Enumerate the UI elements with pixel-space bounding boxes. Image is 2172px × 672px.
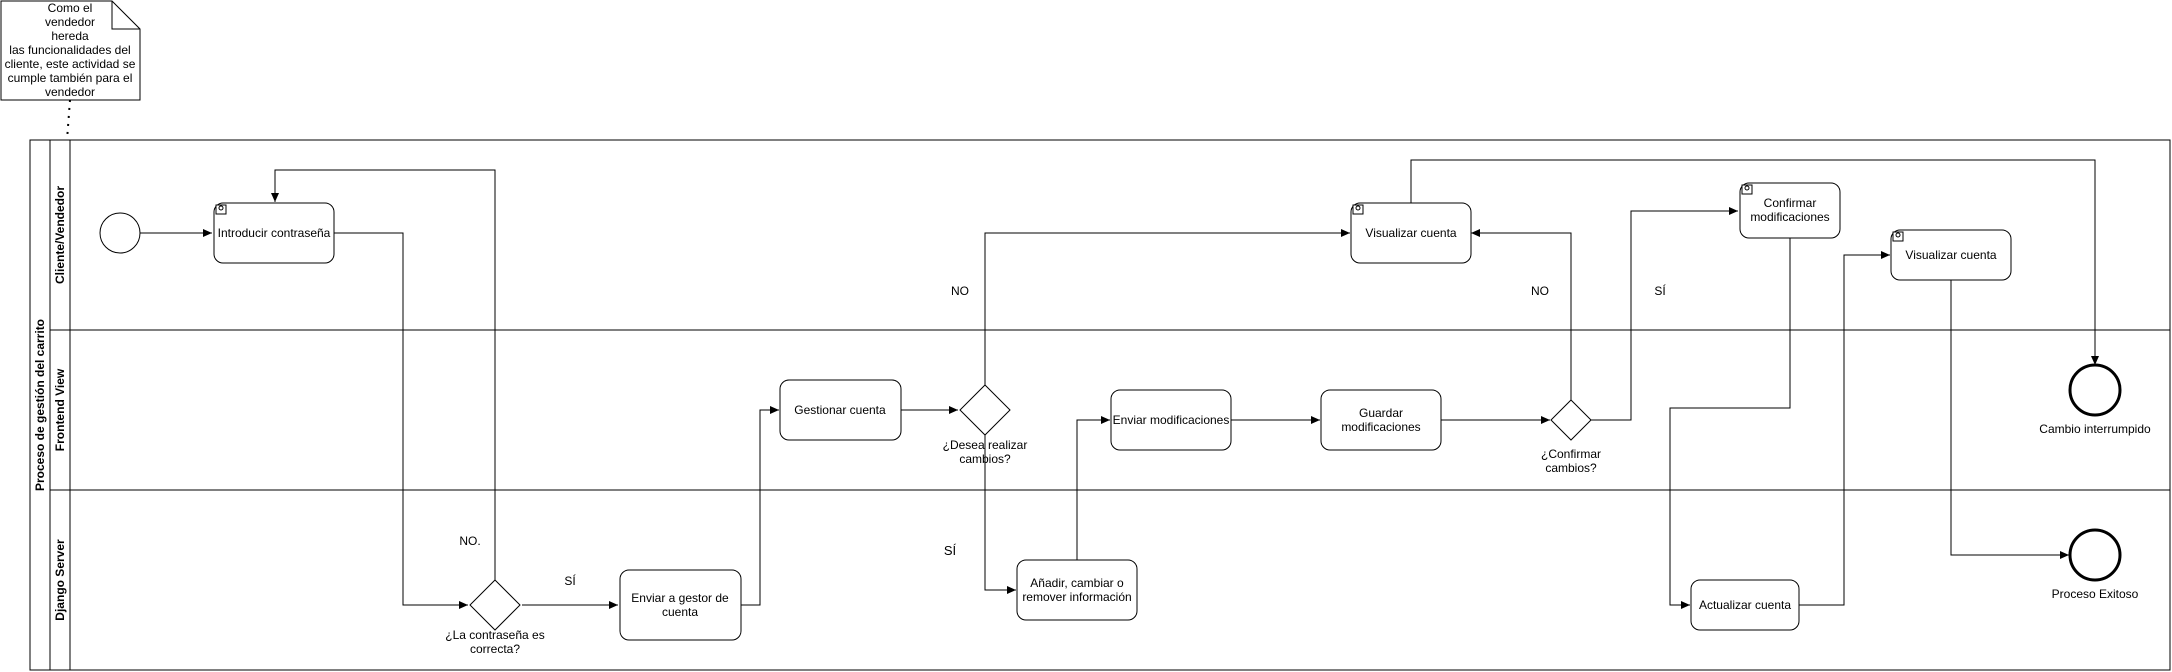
- flow-introducir-gateway: [334, 232, 468, 609]
- end-event-interrumpido: Cambio interrumpido: [2039, 363, 2151, 436]
- text-line: ¿Desea realizar: [943, 438, 1028, 452]
- flow-confirmar-actualizar: [1669, 238, 1791, 609]
- flow-actualizar-visualizar: [1799, 251, 1890, 606]
- text-line: correcta?: [470, 642, 520, 656]
- edge-label-no-contrasena: NO.: [459, 534, 480, 548]
- task-introducir-contrasena: Introducir contraseña: [213, 202, 335, 264]
- sequence-flows: [140, 159, 2099, 609]
- text-line: Introducir contraseña: [218, 226, 331, 240]
- end-event-exitoso: Proceso Exitoso: [2052, 528, 2139, 601]
- flow-desea-si: [984, 435, 1016, 594]
- flow-visualizar-exitoso: [1950, 280, 2069, 559]
- text-line: cambios?: [1545, 461, 1597, 475]
- task-label: Actualizar cuenta: [1699, 598, 1791, 612]
- text-line: vendedor: [45, 15, 95, 29]
- flow-desea-no: [984, 229, 1350, 385]
- edge-label-si-confirmar: SÍ: [1654, 283, 1666, 298]
- text-line: cambios?: [959, 452, 1011, 466]
- edge-label-si-contrasena: SÍ: [564, 573, 576, 588]
- text-line: Como el: [48, 1, 93, 15]
- lane-cliente-vendedor: Cliente/Vendedor: [53, 186, 67, 284]
- user-icon: [215, 204, 227, 215]
- text-line: Gestionar cuenta: [794, 403, 886, 417]
- text-line: modificaciones: [1750, 210, 1829, 224]
- end-event-label: Proceso Exitoso: [2052, 587, 2139, 601]
- flow-confirmar-si: [1591, 207, 1738, 421]
- task-enviar-modificaciones: Enviar modificaciones: [1110, 389, 1232, 451]
- text-line: hereda: [51, 29, 89, 43]
- task-label: Gestionar cuenta: [794, 403, 886, 417]
- flow-visualizar-interrumpido: [1410, 159, 2099, 365]
- flow-gateway-no: [271, 169, 496, 580]
- task-gestionar-cuenta: Gestionar cuenta: [779, 379, 902, 441]
- text-line: Añadir, cambiar o: [1030, 576, 1124, 590]
- text-line: Enviar modificaciones: [1113, 413, 1230, 427]
- text-line: Visualizar cuenta: [1905, 248, 1996, 262]
- end-event-label: Cambio interrumpido: [2039, 422, 2151, 436]
- task-visualizar-cuenta-1: Visualizar cuenta: [1350, 202, 1472, 264]
- flow-confirmar-no: [1471, 229, 1572, 400]
- text-line: cumple también para el: [8, 71, 133, 85]
- task-label: Introducir contraseña: [218, 226, 331, 240]
- task-label: Visualizar cuenta: [1905, 248, 1996, 262]
- task-visualizar-cuenta-2: Visualizar cuenta: [1890, 229, 2012, 281]
- edge-label-no-desea: NO: [951, 284, 969, 298]
- text-line: ¿Confirmar: [1541, 447, 1601, 461]
- task-label: Enviar modificaciones: [1113, 413, 1230, 427]
- start-event: [99, 212, 141, 254]
- flow-anadir-enviar: [1076, 416, 1110, 560]
- text-line: Guardar: [1359, 406, 1403, 420]
- text-line: las funcionalidades del: [9, 43, 130, 57]
- note-association: [66, 99, 71, 141]
- text-line: cliente, este actividad se: [5, 57, 136, 71]
- user-icon: [1892, 231, 1904, 242]
- task-label: Visualizar cuenta: [1365, 226, 1456, 240]
- lane-django-server: Django Server: [53, 539, 67, 621]
- flow-enviar-gestionar: [741, 406, 779, 606]
- text-line: Actualizar cuenta: [1699, 598, 1791, 612]
- pool-title: Proceso de gestión del carrito: [33, 319, 47, 491]
- text-line: cuenta: [662, 605, 698, 619]
- user-icon: [1352, 204, 1364, 215]
- lane-frontend-view: Frontend View: [53, 368, 67, 451]
- text-line: remover información: [1022, 590, 1131, 604]
- text-line: Visualizar cuenta: [1365, 226, 1456, 240]
- text-line: vendedor: [45, 85, 95, 99]
- text-line: modificaciones: [1341, 420, 1420, 434]
- text-line: Confirmar: [1764, 196, 1817, 210]
- user-icon: [1741, 184, 1753, 195]
- text-line: Enviar a gestor de: [631, 591, 729, 605]
- edge-label-si-desea: SÍ: [944, 543, 957, 558]
- text-line: ¿La contraseña es: [445, 628, 544, 642]
- task-actualizar-cuenta: Actualizar cuenta: [1690, 579, 1800, 631]
- edge-label-no-confirmar: NO: [1531, 284, 1549, 298]
